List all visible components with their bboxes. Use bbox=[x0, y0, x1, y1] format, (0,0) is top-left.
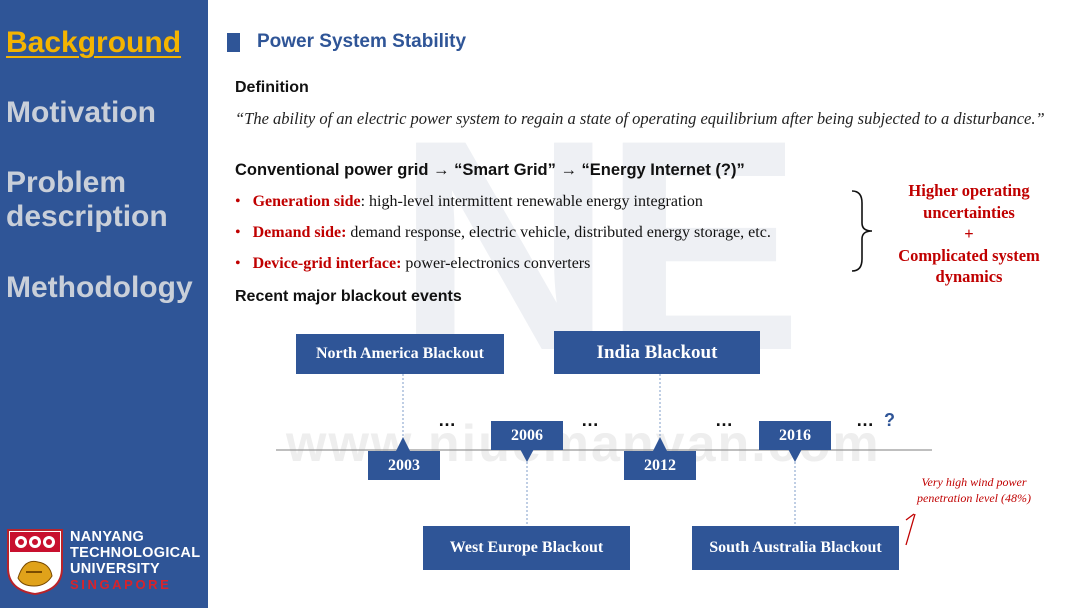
logo-line-1: NANYANG bbox=[70, 529, 145, 545]
side-note-line-1: Higher operating uncertainties bbox=[908, 181, 1030, 222]
side-note-plus: + bbox=[964, 224, 974, 243]
bullet-text: power-electronics converters bbox=[401, 255, 591, 272]
bullet-demand-side: • Demand side: demand response, electric … bbox=[235, 224, 771, 242]
slide-content: NE www.niuemanyan.com Power System Stabi… bbox=[208, 0, 1080, 608]
university-logo: NANYANG TECHNOLOGICAL UNIVERSITY SINGAPO… bbox=[6, 528, 206, 598]
bullet-term: Demand side: bbox=[252, 224, 347, 241]
pointer-2003-icon bbox=[396, 437, 410, 451]
ellipsis-2: … bbox=[581, 410, 599, 430]
bullet-term: Generation side bbox=[252, 193, 361, 210]
year-box-2016: 2016 bbox=[759, 421, 831, 450]
logo-line-2: TECHNOLOGICAL bbox=[70, 545, 201, 561]
definition-heading: Definition bbox=[235, 79, 309, 96]
event-india-blackout: India Blackout bbox=[554, 331, 760, 374]
wind-note-arrow-shaft bbox=[905, 513, 915, 521]
pointer-2016-icon bbox=[788, 449, 802, 462]
year-box-2003: 2003 bbox=[368, 451, 440, 480]
side-note: Higher operating uncertainties + Complic… bbox=[884, 180, 1054, 288]
nav-background[interactable]: Background bbox=[6, 26, 182, 59]
title-marker bbox=[227, 33, 240, 52]
timeline-graphic bbox=[276, 374, 932, 546]
event-south-australia-blackout: South Australia Blackout bbox=[692, 526, 899, 570]
bullet-term: Device-grid interface: bbox=[252, 255, 402, 272]
recent-blackouts-heading: Recent major blackout events bbox=[235, 288, 462, 305]
sidebar: Background Motivation Problem descriptio… bbox=[0, 0, 208, 608]
logo-line-3: UNIVERSITY bbox=[70, 561, 161, 577]
ellipsis-4-text: … bbox=[856, 410, 874, 430]
bullet-dot: • bbox=[235, 193, 241, 210]
grid-evolution-heading: Conventional power grid → “Smart Grid” →… bbox=[235, 161, 745, 179]
ellipsis-1: … bbox=[438, 410, 456, 430]
bullet-dot: • bbox=[235, 255, 241, 272]
wind-penetration-note: Very high wind power penetration level (… bbox=[917, 475, 1031, 505]
year-box-2012: 2012 bbox=[624, 451, 696, 480]
side-note-line-2: Complicated system dynamics bbox=[898, 245, 1040, 287]
nav-problem-description[interactable]: Problem description bbox=[6, 166, 168, 233]
slide-title: Power System Stability bbox=[257, 31, 467, 52]
bullet-generation-side: • Generation side: high-level intermitten… bbox=[235, 193, 703, 211]
university-name: NANYANG TECHNOLOGICAL UNIVERSITY SINGAPO… bbox=[70, 529, 200, 593]
curly-brace-icon bbox=[851, 190, 873, 272]
wind-note-arrow bbox=[905, 513, 916, 546]
nav-methodology[interactable]: Methodology bbox=[6, 271, 193, 304]
event-west-europe-blackout: West Europe Blackout bbox=[423, 526, 630, 570]
ellipsis-3: … bbox=[715, 410, 733, 430]
bullet-dot: • bbox=[235, 224, 241, 241]
university-crest-icon bbox=[7, 529, 63, 596]
bullet-device-grid-interface: • Device-grid interface: power-electronic… bbox=[235, 255, 590, 273]
year-box-2006: 2006 bbox=[491, 421, 563, 450]
bullet-text: demand response, electric vehicle, distr… bbox=[346, 224, 771, 241]
bullet-text: : high-level intermittent renewable ener… bbox=[360, 193, 703, 210]
logo-line-4: SINGAPORE bbox=[70, 577, 172, 592]
event-north-america-blackout: North America Blackout bbox=[296, 334, 504, 374]
future-question-mark: ? bbox=[884, 410, 895, 430]
ellipsis-4: …? bbox=[856, 410, 895, 431]
nav-motivation[interactable]: Motivation bbox=[6, 96, 156, 129]
definition-quote: “The ability of an electric power system… bbox=[235, 109, 1045, 128]
pointer-2006-icon bbox=[520, 449, 534, 462]
pointer-2012-icon bbox=[653, 437, 667, 451]
